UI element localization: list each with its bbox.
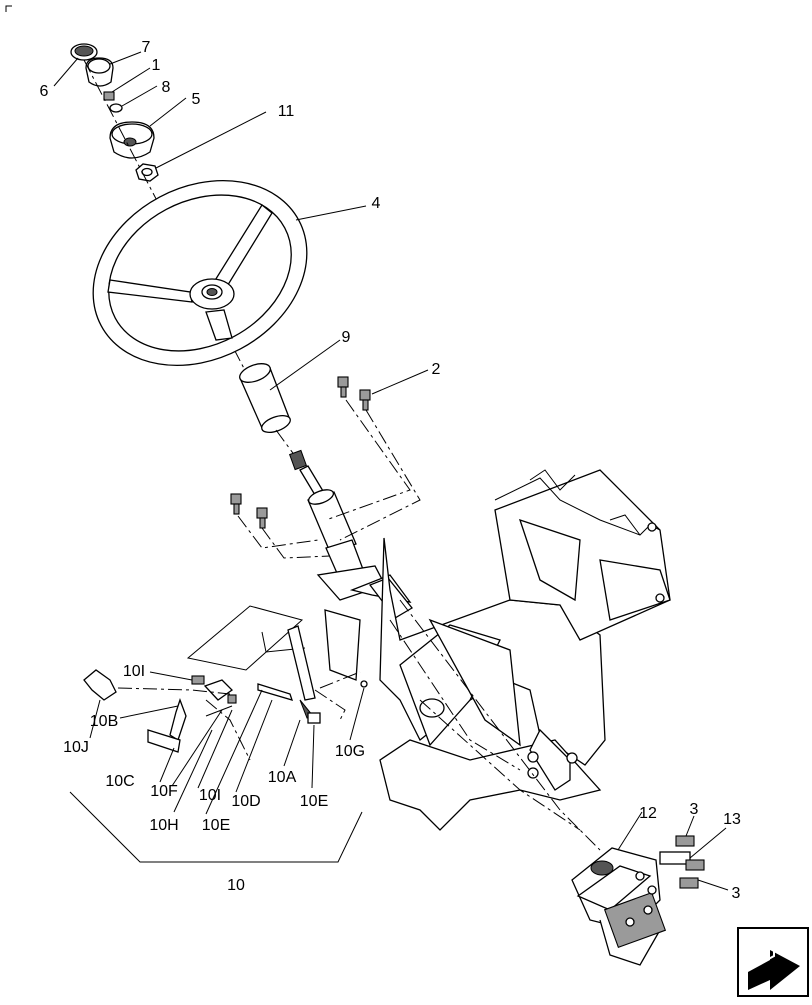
steering-motor xyxy=(571,847,667,966)
nut-small xyxy=(103,91,115,101)
callout-3-bottom: 3 xyxy=(732,885,741,902)
horn-cap xyxy=(70,43,98,61)
callout-10C: 10C xyxy=(105,773,134,790)
callout-7: 7 xyxy=(142,39,151,56)
callout-8: 8 xyxy=(162,79,171,96)
callout-4: 4 xyxy=(372,195,381,212)
next-page-arrow-icon xyxy=(748,944,801,990)
bolt-lower xyxy=(230,493,268,529)
callout-10F: 10F xyxy=(150,783,178,800)
leader-lines xyxy=(53,51,729,891)
bolt-upper xyxy=(337,376,371,411)
steering-wheel xyxy=(92,179,308,367)
steering-column xyxy=(288,449,413,681)
callout-1: 1 xyxy=(152,57,161,74)
washer xyxy=(109,103,123,113)
fittings xyxy=(659,835,705,889)
callout-3-top: 3 xyxy=(690,801,699,818)
callout-10H: 10H xyxy=(149,817,178,834)
callout-10D: 10D xyxy=(231,793,260,810)
callout-10I-top: 10I xyxy=(123,663,145,680)
callout-10A: 10A xyxy=(268,769,297,786)
callout-10E-right: 10E xyxy=(300,793,328,810)
callout-2: 2 xyxy=(432,361,441,378)
callout-11: 11 xyxy=(278,103,295,120)
callout-12: 12 xyxy=(639,805,657,822)
callout-6: 6 xyxy=(40,83,49,100)
callout-5: 5 xyxy=(192,91,201,108)
callout-13: 13 xyxy=(723,811,741,828)
column-sleeve xyxy=(239,363,291,433)
callout-9: 9 xyxy=(342,329,351,346)
callout-10G: 10G xyxy=(335,743,365,760)
cap-cover xyxy=(85,57,114,87)
next-page-button[interactable] xyxy=(737,927,809,997)
callout-10E-left: 10E xyxy=(202,817,230,834)
callout-10J: 10J xyxy=(63,739,89,756)
corner-mark xyxy=(5,5,12,12)
frame-bracket xyxy=(379,469,671,831)
callout-10B: 10B xyxy=(90,713,118,730)
callout-labels: 6 7 1 8 5 11 4 9 2 12 3 13 3 10I 10B 10J… xyxy=(40,39,741,902)
callout-10: 10 xyxy=(227,877,245,894)
group-bracket xyxy=(69,791,363,863)
callout-10I-bottom: 10I xyxy=(199,787,221,804)
